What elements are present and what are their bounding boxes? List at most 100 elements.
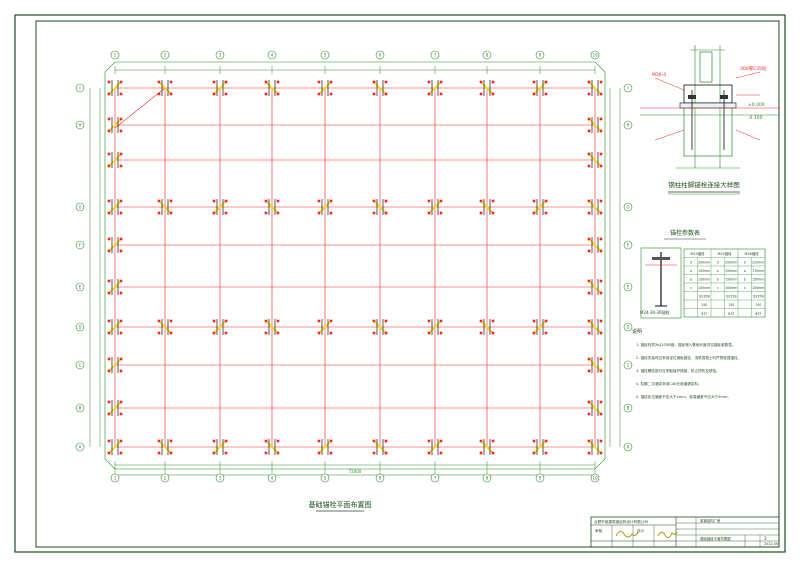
grid-bubble xyxy=(215,50,225,60)
anchor-bolt-marker xyxy=(491,211,495,215)
anchor-bolt-marker xyxy=(119,117,123,121)
anchor-bolt-marker xyxy=(587,211,591,215)
anchor-bolt-marker xyxy=(439,439,443,443)
column-base-plate xyxy=(265,320,279,334)
column-base-plate xyxy=(533,440,547,454)
company-name: 合肥市某建筑钢结构设计有限公司 xyxy=(594,519,648,524)
anchor-bolt-group xyxy=(587,319,603,335)
column-base-plate xyxy=(428,440,442,454)
anchor-bolt-marker xyxy=(119,80,123,84)
anchor-bolt-group xyxy=(587,80,603,96)
anchor-bolt-marker xyxy=(587,92,591,96)
anchor-bolt-group xyxy=(372,199,388,215)
anchor-bolt-group xyxy=(372,80,388,96)
anchor-bolt-marker xyxy=(599,199,603,203)
anchor-bolt-marker xyxy=(224,92,228,96)
anchor-bolt-marker xyxy=(587,279,591,283)
anchor-bolt-marker xyxy=(439,80,443,84)
grid-label: 2 xyxy=(164,476,167,481)
anchor-bolt-marker xyxy=(107,199,111,203)
anchor-bolt-marker xyxy=(599,164,603,168)
anchor-bolt-marker xyxy=(329,199,333,203)
table-cell: 150mm xyxy=(698,278,710,282)
anchor-bolt-group xyxy=(587,279,603,295)
table-cell: b xyxy=(717,278,719,282)
anchor-bolt-marker xyxy=(491,319,495,323)
column-base-plate xyxy=(108,440,122,454)
anchor-bolt-marker xyxy=(599,152,603,156)
table-cell: a xyxy=(717,269,719,273)
grid-bubble xyxy=(590,50,600,60)
grid-bubble xyxy=(110,50,120,60)
table-title: 锚栓参数表 xyxy=(670,229,700,237)
table-cell: 150mm xyxy=(752,278,764,282)
anchor-bolt-marker xyxy=(329,439,333,443)
grid-label: A xyxy=(79,445,82,450)
anchor-bolt-marker xyxy=(599,249,603,253)
grid-label: I xyxy=(627,86,628,91)
table-cell: a xyxy=(744,269,746,273)
anchor-bolt-group xyxy=(157,319,173,335)
table-cell: 150 xyxy=(728,303,734,307)
anchor-bolt-group xyxy=(532,439,548,455)
anchor-bolt-marker xyxy=(427,80,431,84)
grid-bubble xyxy=(623,322,633,332)
anchor-bolt-marker xyxy=(169,331,173,335)
anchor-bolt-group xyxy=(212,199,228,215)
table-cell: c xyxy=(744,286,746,290)
note-line: 2. 锚栓安装时应采用定位钢板固定，浇筑混凝土时严禁碰撞锚栓。 xyxy=(636,355,741,360)
anchor-bolt-marker xyxy=(599,211,603,215)
anchor-bolt-group xyxy=(587,357,603,373)
anchor-bolt-group xyxy=(317,199,333,215)
anchor-bolt-marker xyxy=(212,319,216,323)
anchor-bolt-marker xyxy=(532,211,536,215)
project-name: 某钢结构厂房 xyxy=(700,518,721,523)
anchor-bolt-marker xyxy=(317,199,321,203)
table-header: M36锚栓 xyxy=(744,251,759,256)
anchor-bolt-marker xyxy=(224,439,228,443)
anchor-bolt-marker xyxy=(157,211,161,215)
column-base-plate xyxy=(588,118,602,132)
column-base-plate xyxy=(213,81,227,95)
table-cell: 200mm xyxy=(698,261,710,265)
anchor-bolt-marker xyxy=(119,152,123,156)
anchor-bolt-marker xyxy=(157,331,161,335)
anchor-bolt-marker xyxy=(212,80,216,84)
note-line: 3. 锚栓螺纹部分应采取保护措施，防止损伤及锈蚀。 xyxy=(636,368,720,373)
anchor-bolt-marker xyxy=(587,319,591,323)
anchor-bolt-marker xyxy=(372,211,376,215)
column-base-plate xyxy=(428,320,442,334)
anchor-bolt-marker xyxy=(212,199,216,203)
anchor-bolt-marker xyxy=(587,129,591,133)
inner-frame xyxy=(35,20,780,548)
anchor-bolt-marker xyxy=(264,199,268,203)
table-cell: φ12 xyxy=(701,312,707,316)
anchor-bolt-marker xyxy=(107,439,111,443)
anchor-bolt-marker xyxy=(264,92,268,96)
anchor-bolt-marker xyxy=(372,199,376,203)
anchor-bolt-group xyxy=(532,199,548,215)
table-cell: b xyxy=(690,278,692,282)
anchor-bolt-marker xyxy=(384,92,388,96)
anchor-bolt-marker xyxy=(544,451,548,455)
grid-label: H xyxy=(626,123,629,128)
grid-label: 8 xyxy=(486,53,489,58)
anchor-bolt-group xyxy=(107,319,123,335)
grid-label: G xyxy=(626,205,629,210)
column-base-plate xyxy=(588,320,602,334)
anchor-bolt-group xyxy=(317,439,333,455)
table-cell: c xyxy=(717,286,719,290)
anchor-bolt-marker xyxy=(599,291,603,295)
anchor-bolt-marker xyxy=(107,319,111,323)
table-cell: a xyxy=(690,269,692,273)
column-base-plate xyxy=(588,358,602,372)
grid-bubble xyxy=(623,240,633,250)
anchor-bolt-marker xyxy=(119,199,123,203)
anchor-bolt-marker xyxy=(372,451,376,455)
anchor-bolt-marker xyxy=(491,80,495,84)
table-cell: c xyxy=(690,286,692,290)
grid-label: 2 xyxy=(164,53,167,58)
column-base-plate xyxy=(318,440,332,454)
column-base-plate xyxy=(265,200,279,214)
anchor-bolt-group xyxy=(264,439,280,455)
